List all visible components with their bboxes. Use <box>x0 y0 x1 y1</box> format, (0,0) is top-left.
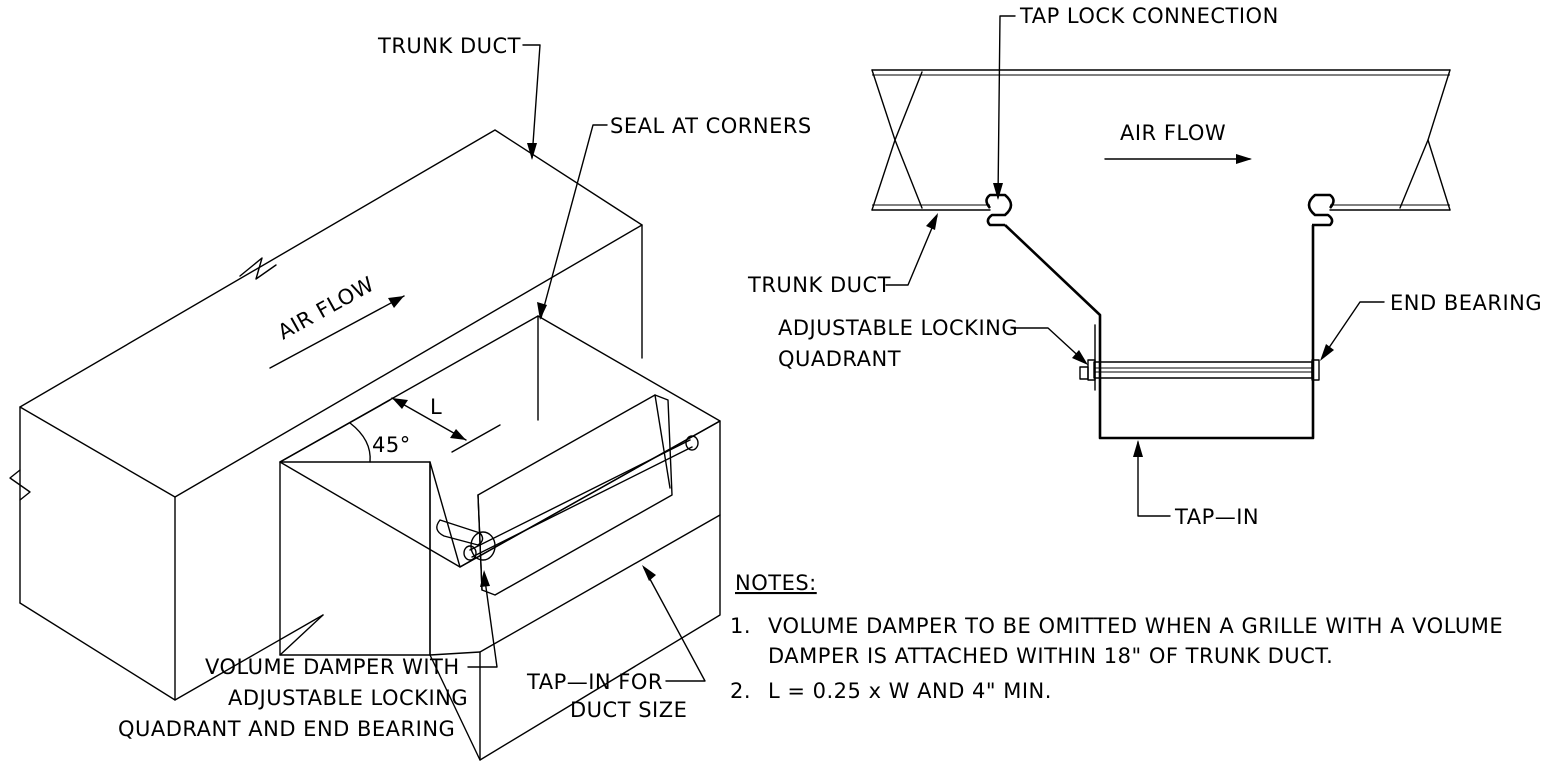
note-2-number: 2. <box>730 679 751 703</box>
air-flow-label-iso: AIR FLOW <box>274 272 378 344</box>
notes-heading: NOTES: <box>735 571 817 595</box>
air-flow-label-section: AIR FLOW <box>1120 121 1226 145</box>
volume-damper-leader <box>467 572 498 668</box>
air-flow-arrowhead-iso <box>388 296 404 308</box>
note-1-line1: VOLUME DAMPER TO BE OMITTED WHEN A GRILL… <box>768 614 1503 638</box>
trunk-duct-bottom-edge <box>174 614 324 701</box>
seal-at-corners-arrow <box>537 302 547 320</box>
seal-at-corners-label: SEAL AT CORNERS <box>610 114 812 138</box>
note-1-line2: DAMPER IS ATTACHED WITHIN 18" OF TRUNK D… <box>768 644 1333 668</box>
section-tap-in-body <box>1004 224 1315 440</box>
adjustable-locking-label-line2: QUADRANT <box>778 347 901 371</box>
trunk-duct-leader-section <box>885 215 938 286</box>
tap-lock-hook-left <box>985 193 1013 227</box>
damper-blade <box>477 394 673 596</box>
section-break-right <box>1427 69 1451 211</box>
trunk-duct-arrow-section <box>926 213 938 230</box>
section-break-right-2 <box>1399 139 1429 209</box>
tap-lock-connection-arrow <box>993 183 1003 200</box>
tap-in-leader <box>1137 441 1171 517</box>
trunk-duct-break-left <box>9 469 31 501</box>
volume-damper-arrow <box>480 570 490 587</box>
damper-blade-edge <box>477 494 483 591</box>
trunk-duct-front-edge <box>19 496 176 701</box>
tap-in-arrow <box>1133 440 1143 457</box>
tap-in-top-face <box>279 315 721 568</box>
dim-l-label: L <box>430 395 442 419</box>
volume-damper-label-line2: ADJUSTABLE LOCKING <box>228 686 468 710</box>
section-locking-quadrant-nut <box>1079 366 1089 380</box>
isometric-view: 45° L AIR FLOW TRUNK DUCT SEAL AT CORNER… <box>9 34 812 761</box>
tap-in-lower-join <box>279 614 324 656</box>
tap-lock-connection-label: TAP LOCK CONNECTION <box>1019 4 1279 28</box>
trunk-duct-leader-arrow-iso <box>527 143 537 160</box>
end-bearing-arrow <box>1320 344 1334 361</box>
seal-at-corners-leader <box>540 124 608 319</box>
tap-in-for-leader <box>643 567 706 682</box>
angle-label: 45° <box>372 433 411 457</box>
dim-l-arrow-start <box>392 398 408 409</box>
tap-lock-connection-leader <box>997 15 1016 199</box>
end-bearing-label: END BEARING <box>1390 291 1542 315</box>
dim-l-ext-line <box>451 424 501 453</box>
note-2-line1: L = 0.25 x W AND 4" MIN. <box>768 679 1052 703</box>
dim-l-arrow-end <box>450 429 466 440</box>
volume-damper-label-line3: QUADRANT AND END BEARING <box>118 717 455 741</box>
angle-arc <box>349 422 371 463</box>
volume-damper-label-line1: VOLUME DAMPER WITH <box>205 655 460 679</box>
adjustable-locking-label-line1: ADJUSTABLE LOCKING <box>778 316 1018 340</box>
damper-shaft-2 <box>471 446 693 558</box>
air-flow-arrow-iso <box>269 295 405 369</box>
section-view: AIR FLOW TAP LOCK CONNECTION TRUNK DUCT … <box>747 4 1542 529</box>
air-flow-arrowhead-section <box>1236 154 1252 164</box>
tap-in-label: TAP—IN <box>1174 505 1259 529</box>
tap-in-inner-edge-2 <box>429 651 481 656</box>
tap-in-for-label-line1: TAP—IN FOR <box>526 670 663 694</box>
locking-quadrant-handle <box>436 519 496 561</box>
end-bearing-leader <box>1321 301 1385 359</box>
damper-blade-edge-2 <box>654 394 671 489</box>
section-break-left <box>871 69 896 211</box>
tap-lock-hook-right <box>1307 193 1335 227</box>
notes-block: NOTES: 1. VOLUME DAMPER TO BE OMITTED WH… <box>730 571 1503 703</box>
note-1-number: 1. <box>730 614 751 638</box>
damper-shaft <box>469 439 691 551</box>
tap-in-for-label-line2: DUCT SIZE <box>570 698 687 722</box>
section-break-left-2 <box>894 71 923 209</box>
trunk-duct-label-iso: TRUNK DUCT <box>377 34 521 58</box>
adjustable-locking-arrow <box>1072 350 1088 365</box>
adjustable-locking-leader <box>1011 327 1086 363</box>
end-bearing-iso <box>685 435 699 451</box>
tap-in-for-arrow <box>642 565 656 581</box>
trunk-duct-break-top <box>239 257 277 280</box>
trunk-duct-leader-iso <box>522 44 541 159</box>
angle-ref-line <box>279 399 391 463</box>
section-damper-shaft <box>1093 361 1313 379</box>
trunk-duct-label-section: TRUNK DUCT <box>747 273 891 297</box>
section-end-bearing <box>1311 359 1320 381</box>
